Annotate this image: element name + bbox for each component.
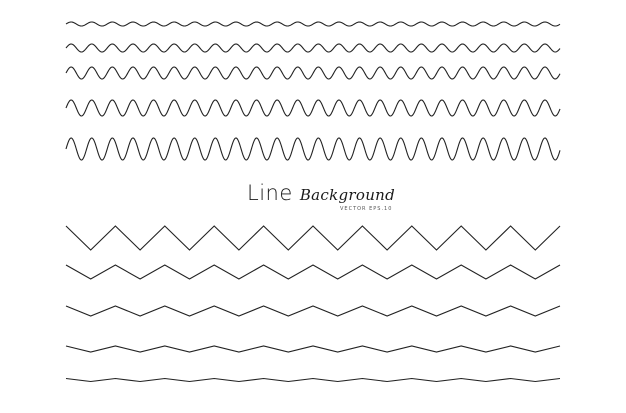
zigzag-line-4 (65, 345, 561, 353)
zigzag-line-1 (65, 225, 561, 251)
zigzag-line-5 (65, 377, 561, 383)
wavy-line-3 (65, 66, 561, 80)
wavy-lines-group (65, 21, 561, 161)
wavy-line-4 (65, 99, 561, 117)
wavy-line-2 (65, 43, 561, 53)
zigzag-line-3 (65, 305, 561, 317)
zigzag-line-2 (65, 264, 561, 280)
wavy-line-5 (65, 137, 561, 161)
title-word-line: Line (247, 181, 293, 205)
title: Line Background (247, 181, 395, 205)
wavy-line-1 (65, 21, 561, 27)
title-word-background: Background (299, 186, 396, 204)
zigzag-lines-group (65, 225, 561, 383)
subtitle: VECTOR EPS.10 (340, 206, 393, 212)
